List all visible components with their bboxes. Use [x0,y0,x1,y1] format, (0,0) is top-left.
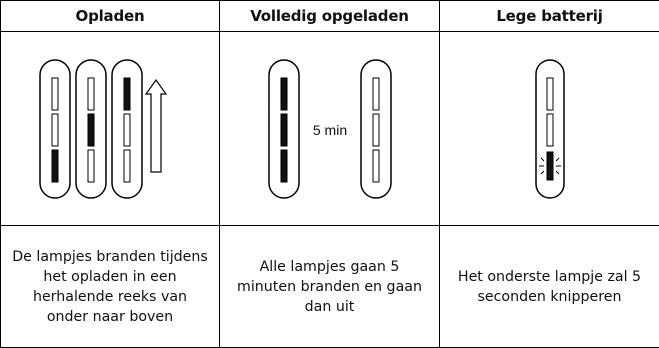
description-charging: De lampjes branden tijdens het opladen i… [12,248,208,325]
figure-empty-cell [439,31,659,226]
header-charging: Opladen [0,0,220,32]
description-full-cell: Alle lampjes gaan 5 minuten branden en g… [219,225,440,348]
lamp-middle-off [546,113,553,146]
description-fully-charged: Alle lampjes gaan 5 minuten branden en g… [237,258,422,315]
lamp-top-lit [123,77,131,110]
lamp-middle-off [51,113,59,146]
indicator-housing [267,58,300,199]
lamp-bottom-lit [280,149,287,182]
figure-row: 5 min [0,31,659,226]
lamp-top-lit [280,77,287,110]
lamp-middle-off [372,113,379,146]
empty-battery-illustration [534,58,565,199]
lamp-top-off [51,77,59,110]
lamp-middle-lit [280,113,287,146]
description-charging-cell: De lampjes branden tijdens het opladen i… [0,225,220,348]
arrow-up-icon [144,78,168,173]
description-row: De lampjes branden tijdens het opladen i… [0,225,659,348]
indicator-housing [111,58,143,199]
description-empty-battery: Het onderste lampje zal 5 seconden knipp… [457,268,642,305]
indicator-step-3 [111,58,143,199]
indicator-all-lit [267,58,300,199]
fully-charged-illustration: 5 min [267,58,392,199]
duration-label: 5 min [312,122,346,138]
indicator-step-2 [75,58,107,199]
lamp-bottom-off [372,149,379,182]
lamp-bottom-off [87,149,95,182]
indicator-housing [39,58,71,199]
header-row: Opladen Volledig opgeladen Lege batterij [0,0,659,32]
indicator-housing [534,58,565,199]
description-empty-cell: Het onderste lampje zal 5 seconden knipp… [439,225,659,348]
indicator-housing [75,58,107,199]
lamp-bottom-lit [51,149,59,182]
indicator-housing [359,58,392,199]
lamp-bottom-blinking [546,151,553,180]
figure-charging-cell [0,31,220,226]
header-empty-battery: Lege batterij [439,0,659,32]
lamp-top-off [372,77,379,110]
indicator-step-1 [39,58,71,199]
charging-illustration [39,58,168,199]
header-fully-charged: Volledig opgeladen [219,0,440,32]
lamp-top-off [546,77,553,110]
lamp-top-off [87,77,95,110]
lamp-middle-lit [87,113,95,146]
indicator-bottom-blinking [534,58,565,199]
blink-rays-icon [538,157,561,174]
lamp-middle-off [123,113,131,146]
lamp-bottom-off [123,149,131,182]
indicator-all-off [359,58,392,199]
figure-full-cell: 5 min [219,31,440,226]
